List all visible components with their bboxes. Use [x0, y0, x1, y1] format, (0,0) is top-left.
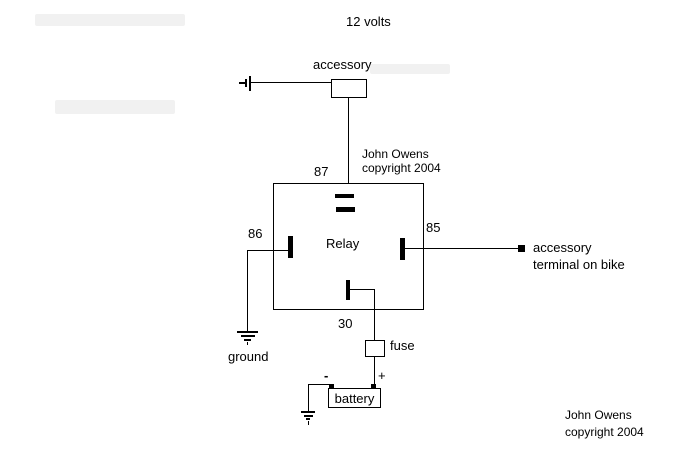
wire-86-horizontal [247, 250, 288, 251]
battery-negative-sign: - [324, 368, 329, 383]
wire-30-horizontal [350, 289, 375, 290]
accessory-label: accessory [313, 57, 372, 72]
terminal-bar-87-upper [335, 194, 354, 198]
terminal-bar-30 [346, 280, 350, 300]
relay-label: Relay [326, 236, 360, 251]
battery-box: battery [328, 388, 381, 408]
wire-power-to-accessory [251, 82, 331, 83]
power-connector-icon [245, 79, 247, 87]
pin-86-label: 86 [248, 226, 263, 241]
wire-85-to-output [405, 248, 518, 249]
terminal-bar-86 [288, 236, 293, 258]
ground-label: ground [228, 349, 269, 364]
compression-artifact [55, 100, 175, 114]
credit-middle-line2: copyright 2004 [362, 161, 441, 175]
battery-terminal-positive [371, 384, 376, 388]
power-connector-icon [249, 76, 251, 91]
battery-positive-sign: + [378, 368, 386, 383]
wire-battery-to-ground-horizontal [308, 384, 329, 385]
wire-86-to-ground [247, 250, 248, 332]
wire-fuse-to-battery [374, 357, 375, 385]
ground-icon [244, 339, 251, 341]
pin-30-label: 30 [338, 316, 353, 331]
voltage-label: 12 volts [346, 14, 391, 29]
output-terminal-dot [518, 245, 525, 252]
wire-accessory-to-87 [348, 98, 349, 195]
fuse-box [365, 340, 385, 357]
power-connector-icon [239, 82, 245, 84]
ground-icon [237, 331, 258, 333]
compression-artifact [370, 64, 450, 74]
battery-ground-icon [304, 415, 313, 417]
terminal-bar-85 [400, 238, 405, 260]
pin-87-label: 87 [314, 164, 329, 179]
battery-ground-icon [301, 411, 315, 413]
terminal-bar-87-lower [336, 207, 355, 212]
credit-middle-line1: John Owens [362, 147, 429, 161]
output-label-line1: accessory [533, 240, 592, 255]
wire-battery-to-ground-vertical [308, 384, 309, 412]
ground-icon [247, 342, 248, 345]
wire-30-to-fuse [374, 289, 375, 340]
compression-artifact [35, 14, 185, 26]
fuse-label: fuse [390, 338, 415, 353]
output-label-line2: terminal on bike [533, 257, 625, 272]
credit-bottom-line1: John Owens [565, 408, 632, 422]
battery-ground-icon [308, 421, 309, 425]
pin-85-label: 85 [426, 220, 441, 235]
credit-bottom-line2: copyright 2004 [565, 425, 644, 439]
ground-icon [241, 335, 255, 337]
battery-ground-icon [306, 418, 310, 420]
accessory-box [331, 79, 367, 98]
battery-terminal-negative [329, 384, 334, 388]
battery-label: battery [334, 390, 375, 406]
